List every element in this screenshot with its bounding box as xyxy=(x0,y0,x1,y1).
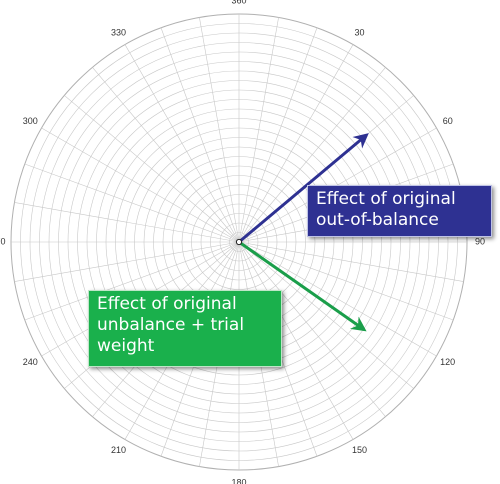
angle-label-150: 150 xyxy=(352,445,367,455)
grid-spoke xyxy=(238,241,437,357)
angle-label-300: 300 xyxy=(23,116,38,126)
angle-labels: 360 30 60 90 120 150 180 210 240 270 300 330 xyxy=(0,0,485,484)
angle-label-180: 180 xyxy=(231,477,246,484)
grid-spoke xyxy=(238,241,464,282)
grid-spoke xyxy=(238,241,354,440)
center-point xyxy=(235,238,243,246)
grid-spoke xyxy=(238,67,386,243)
grid-spoke xyxy=(64,95,240,243)
grid-spoke xyxy=(41,127,240,243)
callout-original-out-of-balance: Effect of original out-of-balance xyxy=(307,185,492,237)
grid-spoke xyxy=(238,17,279,243)
grid-spoke xyxy=(238,241,454,321)
grid-spoke xyxy=(124,44,240,243)
angle-label-30: 30 xyxy=(354,28,364,38)
grid-spoke xyxy=(92,67,240,243)
polar-grid xyxy=(10,13,468,471)
angle-label-210: 210 xyxy=(111,445,126,455)
callout-original-plus-trial-weight: Effect of original unbalance + trial wei… xyxy=(88,290,282,367)
vector-original-out-of-balance xyxy=(238,133,369,244)
grid-spoke xyxy=(238,241,386,417)
angle-label-240: 240 xyxy=(23,357,38,367)
angle-label-120: 120 xyxy=(440,357,455,367)
grid-spoke xyxy=(24,163,240,243)
grid-spoke xyxy=(238,44,354,243)
grid-spoke xyxy=(14,202,240,243)
grid-spoke xyxy=(14,241,240,282)
angle-label-60: 60 xyxy=(443,116,453,126)
vectors xyxy=(235,133,369,332)
vector-original-plus-trial-weight xyxy=(238,240,367,332)
grid-spoke xyxy=(24,241,240,321)
grid-spoke xyxy=(199,17,240,243)
grid-spoke xyxy=(160,27,240,243)
angle-label-330: 330 xyxy=(111,28,126,38)
grid-spoke xyxy=(238,27,318,243)
angle-label-270: 270 xyxy=(0,236,6,246)
angle-label-360: 360 xyxy=(231,0,246,5)
angle-label-90: 90 xyxy=(475,236,485,246)
grid-spoke xyxy=(238,241,414,389)
